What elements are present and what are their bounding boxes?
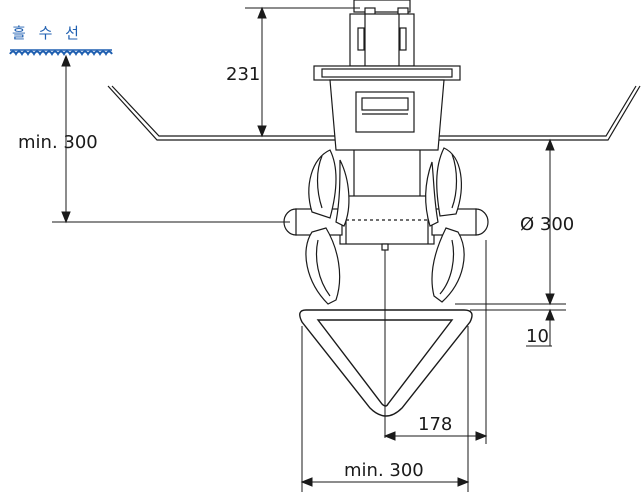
- dim-half-width: [383, 240, 488, 444]
- propeller-guard: [299, 309, 473, 417]
- dim-clearance-label: 10: [526, 326, 549, 347]
- dim-depth: [52, 54, 290, 224]
- dim-clearance: [470, 308, 566, 347]
- dim-min-width-label: min. 300: [344, 460, 424, 481]
- dim-depth-label: min. 300: [18, 132, 98, 153]
- dim-diameter-label: Ø 300: [520, 214, 574, 235]
- waterline-label: 흘 수 선: [12, 24, 83, 42]
- thruster-tunnel: [283, 195, 489, 251]
- waterline-symbol: 흘 수 선: [9, 24, 113, 56]
- right-propeller: [425, 147, 465, 303]
- dim-half-width-label: 178: [418, 414, 452, 435]
- dim-min-width: [300, 326, 470, 492]
- left-propeller: [305, 149, 350, 305]
- dim-height: [245, 6, 360, 138]
- dim-height-label: 231: [226, 64, 260, 85]
- thruster-motor: [313, 0, 461, 196]
- dim-diameter: [440, 138, 566, 306]
